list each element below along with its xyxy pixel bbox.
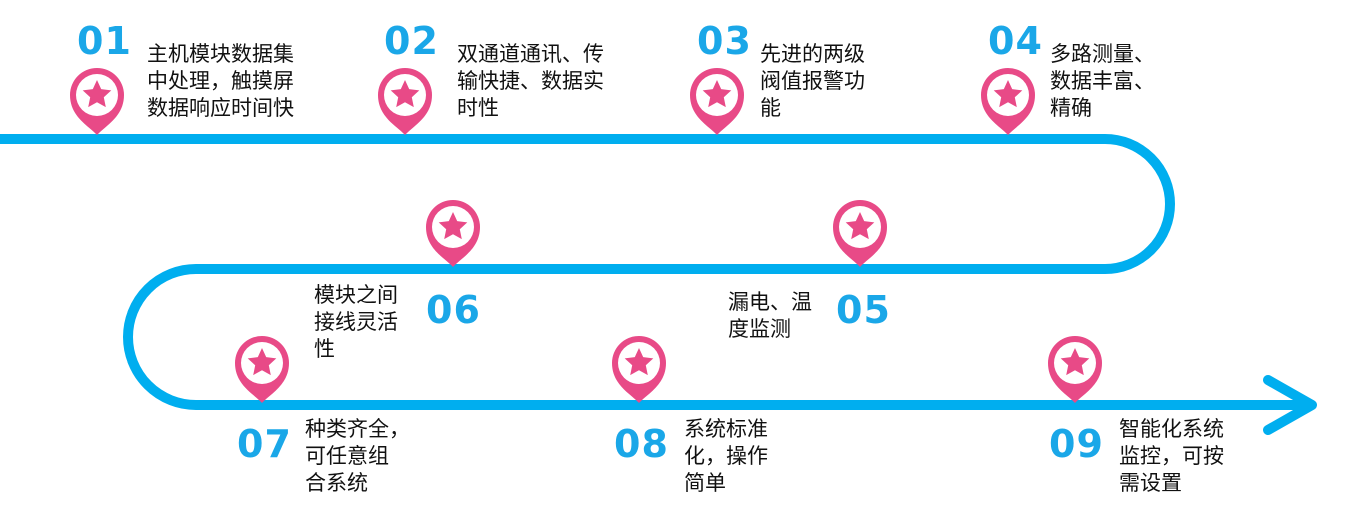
step-line: 化，操作 (684, 444, 768, 468)
step-number: 05 (836, 288, 891, 332)
star-pin-icon (981, 68, 1035, 135)
step-line: 精确 (1050, 96, 1092, 120)
step-description: 多路测量、 数据丰富、 精确 (1050, 41, 1155, 122)
step-number: 06 (426, 288, 481, 332)
step-line: 系统标准 (684, 417, 768, 441)
step-description: 主机模块数据集 中处理，触摸屏 数据响应时间快 (147, 41, 294, 122)
step-line: 合系统 (305, 471, 368, 495)
step-line: 能 (760, 96, 781, 120)
step-line: 需设置 (1119, 471, 1182, 495)
step-line: 双通道通讯、传 (457, 42, 604, 66)
step-description: 漏电、温 度监测 (728, 289, 812, 343)
arrow-head-icon (1263, 375, 1317, 435)
step-line: 中处理，触摸屏 (147, 69, 294, 93)
step-description: 系统标准 化，操作 简单 (684, 416, 768, 497)
step-line: 简单 (684, 471, 726, 495)
step-line: 漏电、温 (728, 290, 812, 314)
star-pin-icon (70, 68, 124, 135)
step-line: 模块之间 (314, 283, 398, 307)
step-description: 智能化系统 监控，可按 需设置 (1119, 416, 1224, 497)
step-line: 主机模块数据集 (147, 42, 294, 66)
step-description: 先进的两级 阀值报警功 能 (760, 41, 865, 122)
step-line: 种类齐全， (305, 417, 410, 441)
star-pin-icon (690, 68, 744, 135)
step-line: 输快捷、数据实 (457, 69, 604, 93)
star-pin-icon (378, 68, 432, 135)
step-line: 先进的两级 (760, 42, 865, 66)
step-line: 数据丰富、 (1050, 69, 1155, 93)
step-line: 数据响应时间快 (147, 96, 294, 120)
step-line: 多路测量、 (1050, 42, 1155, 66)
star-pin-icon (426, 200, 480, 267)
star-pin-icon (612, 336, 666, 403)
step-line: 智能化系统 (1119, 417, 1224, 441)
step-description: 模块之间 接线灵活 性 (314, 282, 398, 363)
step-number: 07 (237, 422, 292, 466)
step-number: 08 (614, 422, 669, 466)
star-pin-icon (235, 336, 289, 403)
step-number: 01 (77, 19, 132, 63)
step-number: 02 (384, 19, 439, 63)
step-line: 时性 (457, 96, 499, 120)
timeline-track (0, 134, 1305, 410)
step-line: 性 (314, 337, 335, 361)
step-line: 可任意组 (305, 444, 389, 468)
step-number: 04 (988, 19, 1043, 63)
step-line: 度监测 (728, 317, 791, 341)
step-number: 03 (697, 19, 752, 63)
step-line: 监控，可按 (1119, 444, 1224, 468)
step-line: 接线灵活 (314, 310, 398, 334)
star-pin-icon (1048, 336, 1102, 403)
step-number: 09 (1049, 422, 1104, 466)
step-description: 双通道通讯、传 输快捷、数据实 时性 (457, 41, 604, 122)
star-pin-icon (833, 200, 887, 267)
step-line: 阀值报警功 (760, 69, 865, 93)
step-description: 种类齐全， 可任意组 合系统 (305, 416, 410, 497)
